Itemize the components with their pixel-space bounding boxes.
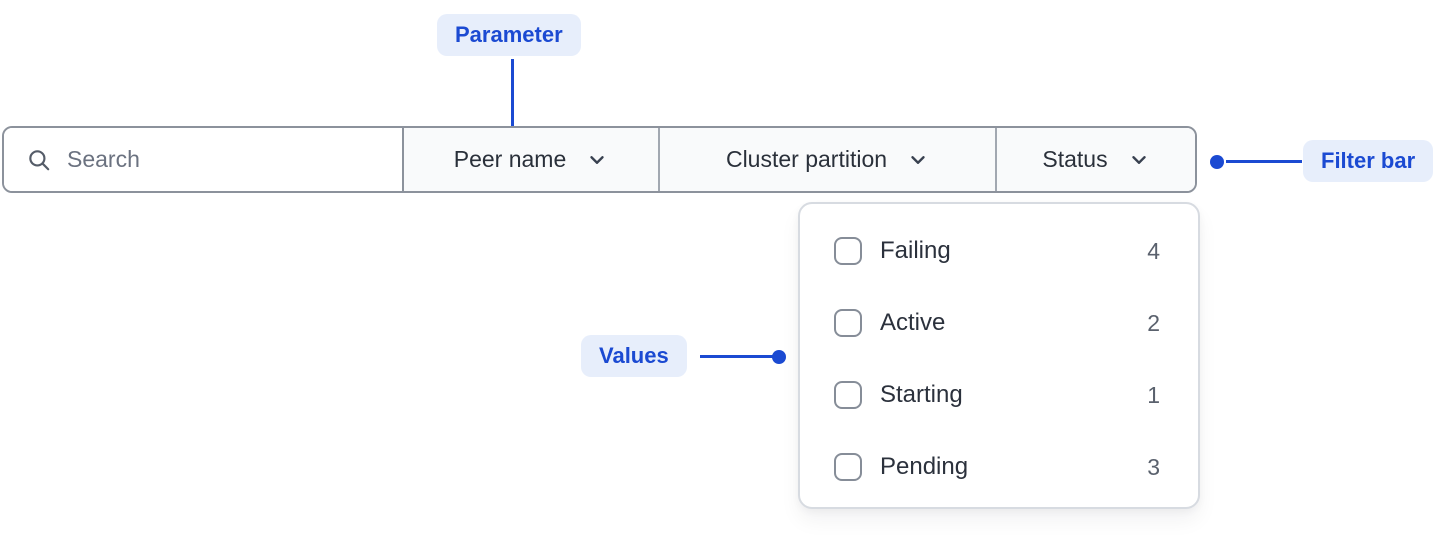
- status-dropdown-panel: Failing 4 Active 2 Starting 1 Pending 3: [798, 202, 1200, 509]
- annotation-parameter: Parameter: [437, 14, 581, 56]
- status-option-pending[interactable]: Pending 3: [800, 431, 1198, 503]
- annotation-filter-bar: Filter bar: [1303, 140, 1434, 182]
- chevron-down-icon: [590, 155, 604, 164]
- parameter-connector-line: [511, 59, 514, 135]
- status-option-failing[interactable]: Failing 4: [800, 215, 1198, 287]
- chevron-down-icon: [911, 155, 925, 164]
- dropdown-status-label: Status: [1042, 146, 1108, 172]
- dropdown-status[interactable]: Status: [995, 128, 1195, 191]
- checkbox-starting[interactable]: [834, 381, 862, 409]
- status-option-label: Active: [880, 309, 946, 336]
- checkbox-pending[interactable]: [834, 453, 862, 481]
- values-connector-dot: [772, 350, 786, 364]
- annotation-values: Values: [581, 335, 687, 377]
- status-option-active[interactable]: Active 2: [800, 287, 1198, 359]
- filter-bar-connector-line: [1226, 160, 1302, 163]
- dropdown-cluster-partition[interactable]: Cluster partition: [658, 128, 995, 191]
- search-field-container: [4, 128, 404, 191]
- chevron-down-icon: [1131, 155, 1146, 164]
- dropdown-cluster-partition-label: Cluster partition: [725, 146, 888, 172]
- status-option-label: Failing: [880, 237, 951, 264]
- checkbox-active[interactable]: [834, 309, 862, 337]
- search-input[interactable]: [67, 146, 386, 173]
- status-option-label: Pending: [880, 453, 969, 480]
- dropdown-peer-name-label: Peer name: [453, 146, 567, 172]
- status-option-count: 3: [1147, 453, 1160, 480]
- dropdown-peer-name[interactable]: Peer name: [404, 128, 658, 191]
- checkbox-failing[interactable]: [834, 237, 862, 265]
- search-icon: [29, 149, 50, 170]
- status-option-count: 4: [1147, 237, 1160, 264]
- status-option-label: Starting: [880, 381, 963, 408]
- values-connector-line: [700, 355, 774, 358]
- status-option-starting[interactable]: Starting 1: [800, 359, 1198, 431]
- filter-bar: Peer name Cluster partition Status: [2, 126, 1197, 193]
- filter-bar-connector-dot: [1210, 155, 1224, 169]
- status-option-count: 2: [1147, 309, 1160, 336]
- status-option-count: 1: [1147, 381, 1160, 408]
